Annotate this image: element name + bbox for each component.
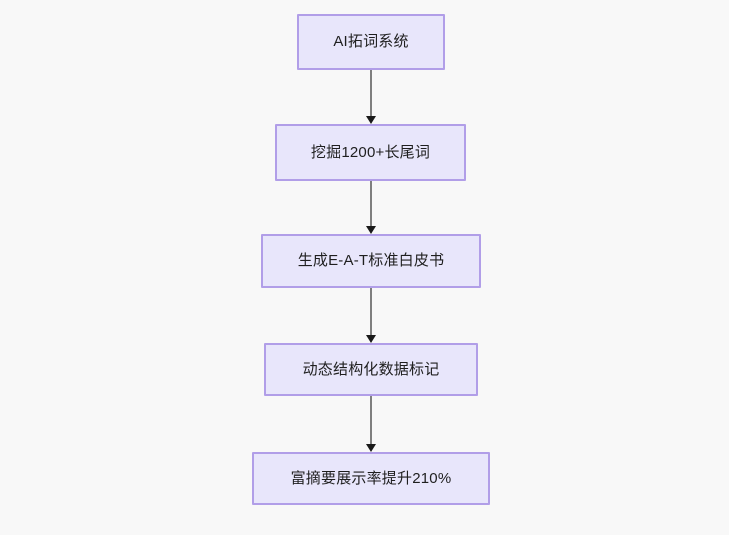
flow-edge-4-to-5 bbox=[370, 396, 372, 444]
flow-node-5[interactable]: 富摘要展示率提升210% bbox=[252, 452, 490, 505]
flow-arrowhead-1-to-2 bbox=[366, 116, 376, 124]
flow-edge-3-to-4 bbox=[370, 288, 372, 335]
flow-node-5-label: 富摘要展示率提升210% bbox=[290, 469, 452, 487]
flow-node-2-label: 挖掘1200+长尾词 bbox=[310, 143, 431, 161]
flow-arrowhead-3-to-4 bbox=[366, 335, 376, 343]
flow-node-1-label: AI拓词系统 bbox=[333, 33, 409, 50]
flow-node-4[interactable]: 动态结构化数据标记 bbox=[264, 343, 478, 396]
flow-node-4-label: 动态结构化数据标记 bbox=[302, 360, 440, 378]
flow-arrowhead-2-to-3 bbox=[366, 226, 376, 234]
flow-edge-2-to-3 bbox=[370, 181, 372, 226]
flow-edge-1-to-2 bbox=[370, 70, 372, 116]
flow-node-1[interactable]: AI拓词系统 bbox=[297, 14, 445, 70]
flow-node-3[interactable]: 生成E-A-T标准白皮书 bbox=[261, 234, 481, 288]
flow-node-2[interactable]: 挖掘1200+长尾词 bbox=[275, 124, 466, 181]
flow-node-3-label: 生成E-A-T标准白皮书 bbox=[297, 252, 445, 269]
flow-arrowhead-4-to-5 bbox=[366, 444, 376, 452]
